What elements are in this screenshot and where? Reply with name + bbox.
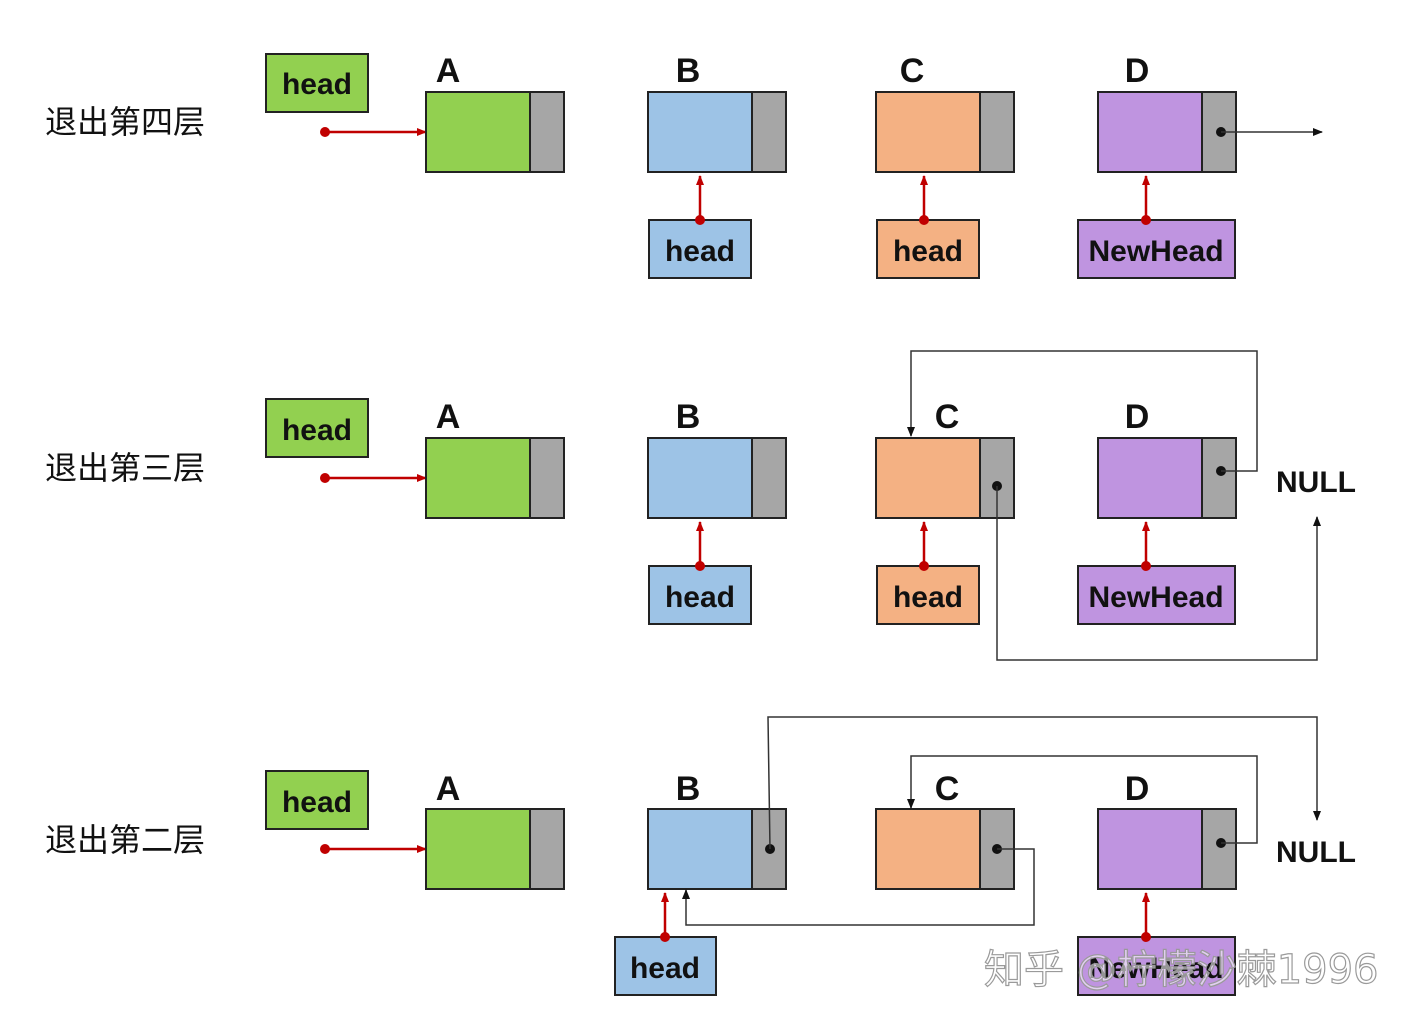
node-b <box>647 437 787 519</box>
head-box-label: head <box>630 952 700 985</box>
row-exit-level-4: 退出第四层 head A B C D head <box>45 52 1323 279</box>
head-box-label: head <box>665 235 735 268</box>
d-next-to-c-arrow <box>907 755 1258 844</box>
head-box-c <box>876 565 980 625</box>
newhead-box <box>1077 219 1236 279</box>
newhead-label: NewHead <box>1088 952 1223 985</box>
node-label-b: B <box>676 52 701 90</box>
node-label-d: D <box>1125 52 1150 90</box>
node-c <box>875 91 1015 173</box>
node-d <box>1097 437 1237 519</box>
d-next-to-c-arrow <box>907 350 1258 472</box>
head-box-label: head <box>893 581 963 614</box>
head-box-label: head <box>665 581 735 614</box>
newhead-box <box>1077 565 1236 625</box>
node-a <box>425 437 565 519</box>
head-pointer-box <box>265 770 369 830</box>
newhead-box <box>1077 936 1236 996</box>
head-pointer-box <box>265 398 369 458</box>
node-label-d: D <box>1125 770 1150 808</box>
row-title: 退出第二层 <box>45 821 205 859</box>
c-next-to-null-arrow <box>996 486 1321 661</box>
node-label-a: A <box>436 398 461 436</box>
c-next-to-b-arrow <box>682 848 1035 926</box>
row-exit-level-2: 退出第二层 head A B C D NULL <box>45 716 1356 996</box>
row-title: 退出第三层 <box>45 449 205 487</box>
node-a <box>425 91 565 173</box>
newhead-label: NewHead <box>1088 581 1223 614</box>
head-box-b <box>648 219 752 279</box>
node-label-d: D <box>1125 398 1150 436</box>
node-d <box>1097 91 1237 173</box>
node-label-c: C <box>935 398 960 436</box>
node-c <box>875 808 1015 890</box>
head-box-label: head <box>893 235 963 268</box>
node-d <box>1097 808 1237 890</box>
null-label: NULL <box>1276 466 1356 499</box>
node-label-c: C <box>935 770 960 808</box>
newhead-label: NewHead <box>1088 235 1223 268</box>
node-a <box>425 808 565 890</box>
node-label-a: A <box>436 52 461 90</box>
head-pointer-label: head <box>282 414 352 447</box>
b-next-to-null-arrow <box>767 716 1321 850</box>
row-title: 退出第四层 <box>45 103 205 141</box>
null-label: NULL <box>1276 836 1356 869</box>
head-pointer-label: head <box>282 786 352 819</box>
node-label-c: C <box>900 52 925 90</box>
row-exit-level-3: 退出第三层 head A B C D NULL head <box>45 350 1356 661</box>
watermark: 知乎 @柠檬沙棘1996 <box>984 947 1379 993</box>
node-label-a: A <box>436 770 461 808</box>
node-b <box>647 91 787 173</box>
node-label-b: B <box>676 398 701 436</box>
head-pointer-label: head <box>282 68 352 101</box>
head-box-b <box>648 565 752 625</box>
head-pointer-box <box>265 53 369 113</box>
node-label-b: B <box>676 770 701 808</box>
node-c <box>875 437 1015 519</box>
